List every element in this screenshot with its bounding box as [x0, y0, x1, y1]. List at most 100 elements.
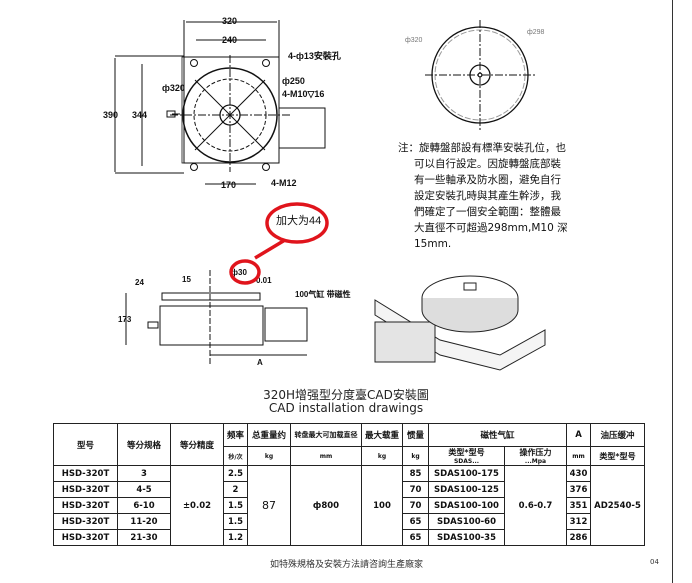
dim-170: 170 — [221, 180, 236, 190]
page-border — [672, 0, 673, 583]
table-cell: 1.2 — [223, 529, 248, 546]
table-cell: 65 — [402, 529, 429, 546]
th-cylinder: 磁性气缸 — [428, 423, 567, 447]
table-cell: 2.5 — [223, 465, 248, 482]
cad-drawings: 320 240 390 344 170 4-ф13安裝孔 ф320 ф250 4… — [103, 16, 546, 371]
table-cell: 3 — [117, 465, 171, 482]
note-line: 15mm. — [414, 238, 452, 250]
th-load: 最大载重 — [361, 423, 403, 447]
unit-weight: kg — [247, 446, 291, 466]
table-cell: 4-5 — [117, 481, 171, 498]
th-weight: 总重量约 — [247, 423, 291, 447]
label-plan-d298: ф298 — [527, 29, 545, 36]
table-cell: 430 — [566, 465, 591, 482]
label-plan-d320: ф320 — [405, 37, 423, 44]
red-annotation — [229, 202, 329, 285]
th-a: A — [566, 423, 591, 447]
th-cyl-type: 类型*型号 — [448, 448, 485, 457]
side-view — [125, 270, 308, 365]
unit-inertia: kg — [402, 446, 429, 466]
unit-cyl-type: SDAS... — [453, 458, 480, 465]
table-cell: HSD-320T — [53, 529, 118, 546]
table-cell: 65 — [402, 513, 429, 530]
label-cylinder: 100气缸 带磁性 — [295, 289, 351, 299]
unit-load: kg — [361, 446, 403, 466]
cell-precision: ±0.02 — [170, 465, 224, 546]
label-m12: 4-M12 — [271, 178, 297, 188]
dim-240: 240 — [222, 35, 237, 45]
table-cell: 286 — [566, 529, 591, 546]
label-tol: 0.01 — [256, 276, 272, 285]
dim-173: 173 — [118, 315, 132, 324]
label-m10: 4-M10▽16 — [282, 89, 324, 99]
table-cell: SDAS100-35 — [428, 529, 505, 546]
table-cell: HSD-320T — [53, 465, 118, 482]
th-precision: 等分精度 — [170, 423, 224, 466]
dim-344: 344 — [132, 110, 147, 120]
table-cell: 312 — [566, 513, 591, 530]
table-cell: 操作压力...Mpa — [504, 446, 567, 466]
table-cell: HSD-320T — [53, 513, 118, 530]
table-cell: 351 — [566, 497, 591, 514]
spec-table: 型号 等分规格 等分精度 频率 总重量约 转盘最大可加载直径 最大载重 惯量 磁… — [53, 423, 645, 546]
unit-freq: 秒/次 — [223, 446, 248, 466]
table-cell: 1.5 — [223, 497, 248, 514]
dim-24: 24 — [135, 278, 144, 287]
th-buffer-type: 类型*型号 — [590, 446, 645, 466]
table-cell: 70 — [402, 497, 429, 514]
table-cell: 85 — [402, 465, 429, 482]
label-d320: ф320 — [162, 83, 185, 93]
table-cell: 21-30 — [117, 529, 171, 546]
cell-weight: 87 — [247, 465, 291, 546]
label-holes: 4-ф13安裝孔 — [288, 50, 341, 61]
table-cell: HSD-320T — [53, 497, 118, 514]
table-cell: HSD-320T — [53, 481, 118, 498]
caption-en: CAD installation drawings — [268, 401, 424, 415]
th-buffer: 油压缓冲 — [590, 423, 645, 447]
table-cell: SDAS100-60 — [428, 513, 505, 530]
note-line: 注：旋轉盤部設有標準安裝孔位，也 — [398, 142, 566, 154]
table-cell: 6-10 — [117, 497, 171, 514]
note-line: 有一些軸承及防水圈，避免自行 — [414, 174, 561, 186]
label-d250: ф250 — [282, 76, 305, 86]
th-inertia: 惯量 — [402, 423, 429, 447]
note-line: 設定安裝孔時與其產生幹涉，我 — [414, 190, 561, 202]
dim-320: 320 — [222, 16, 237, 26]
table-cell: SDAS100-100 — [428, 497, 505, 514]
th-cyl-pressure: 操作压力 — [519, 448, 552, 457]
unit-a: mm — [566, 446, 591, 466]
caption-cn: 320H增强型分度臺CAD安裝圖 — [263, 388, 429, 402]
page-number: 04 — [650, 558, 659, 566]
installation-note: 注：旋轉盤部設有標準安裝孔位，也 可以自行設定。因旋轉盤底部裝 有一些軸承及防水… — [398, 140, 588, 252]
cell-diameter: ф800 — [290, 465, 362, 546]
dim-390: 390 — [103, 110, 118, 120]
dim-15: 15 — [182, 275, 191, 284]
unit-diameter: mm — [290, 446, 362, 466]
isometric-view — [374, 275, 546, 371]
footer-note: 如特殊規格及安裝方法請咨詢生產廠家 — [270, 560, 424, 570]
th-diameter: 转盘最大可加载直径 — [290, 423, 362, 447]
table-cell: 2 — [223, 481, 248, 498]
note-line: 們確定了一個安全範圍：整體最 — [414, 206, 561, 218]
table-cell: 11-20 — [117, 513, 171, 530]
cell-load: 100 — [361, 465, 403, 546]
label-dia: ф30 — [231, 268, 247, 277]
note-line: 大直徑不可超過298mm,M10 深 — [414, 222, 568, 234]
top-view — [114, 20, 326, 185]
dim-a: A — [257, 358, 263, 367]
th-model: 型号 — [53, 423, 118, 466]
th-division: 等分规格 — [117, 423, 171, 466]
unit-cyl-pressure: ...Mpa — [524, 458, 547, 465]
table-cell: 376 — [566, 481, 591, 498]
plan-view — [425, 20, 535, 130]
table-cell: SDAS100-125 — [428, 481, 505, 498]
table-cell: 1.5 — [223, 513, 248, 530]
cell-pressure: 0.6-0.7 — [504, 465, 567, 546]
